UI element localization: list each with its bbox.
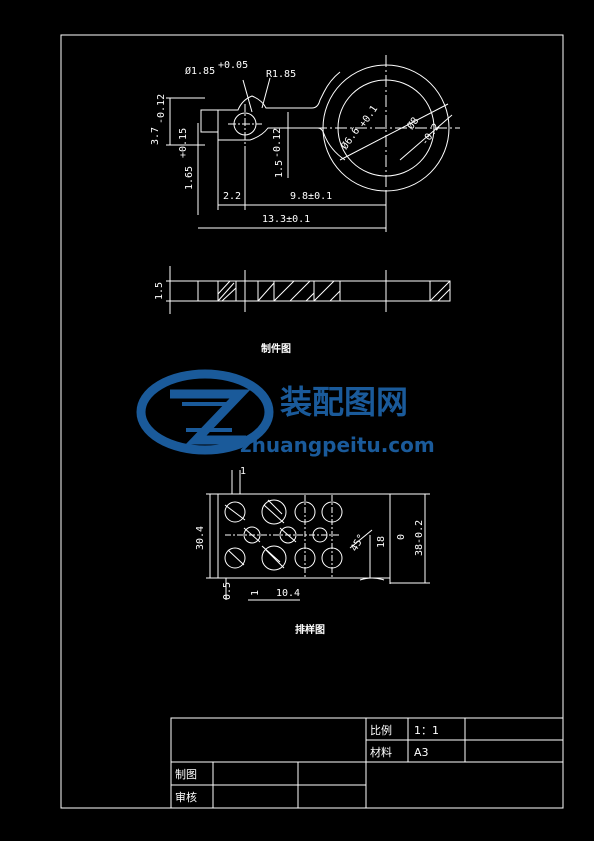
scale-label: 比例	[370, 723, 392, 737]
watermark-url: zhuangpeitu.com	[240, 433, 435, 457]
dim-right-18: 18	[376, 536, 387, 548]
dim-height-left-tol: -0.12	[156, 94, 167, 124]
watermark-title: 装配图网	[280, 383, 408, 421]
material-label: 材料	[370, 745, 392, 759]
layout-circles	[224, 495, 343, 577]
dim-bottom-1: 1	[250, 590, 261, 596]
title-block	[170, 717, 564, 809]
part-view	[166, 55, 460, 232]
dim-small-height: 1.65	[184, 166, 195, 190]
dim-right-38: 38-0.2	[414, 520, 425, 556]
dim-neck-tol: -0.12	[272, 128, 283, 158]
dim-inner-dia-tol: +0.1	[357, 104, 380, 130]
dim-section-thickness: 1.5	[154, 282, 165, 300]
part-outline	[217, 110, 346, 161]
dim-small-height-tol: +0.15	[178, 128, 189, 158]
dim-len-13-3: 13.3±0.1	[262, 214, 310, 225]
dim-inner-dia: Ø6.6	[339, 125, 363, 152]
dim-radius: R1.85	[266, 69, 296, 80]
dim-height-left: 3.7	[150, 127, 161, 145]
watermark-logo	[136, 369, 274, 455]
material-value: A3	[414, 746, 429, 759]
drawing-border	[60, 34, 564, 809]
dim-hole-dia-tol: +0.05	[218, 60, 248, 71]
section-view	[166, 266, 451, 314]
layout-view	[206, 470, 430, 601]
dim-pitch-10-4: 10.4	[276, 588, 300, 599]
dim-hole-dia: Ø1.85	[185, 65, 215, 77]
dim-top-1: 1	[240, 466, 246, 477]
dim-height-30-4: 30.4	[195, 526, 206, 550]
dim-len-2-2: 2.2	[223, 191, 241, 202]
dim-neck: 1.5	[274, 160, 285, 178]
part-view-caption: 制件图	[261, 342, 291, 355]
layout-view-caption: 排样图	[295, 623, 325, 636]
drawn-label: 制图	[175, 768, 197, 781]
checked-label: 审核	[175, 790, 197, 804]
dim-outer-dia: Ø8	[405, 115, 422, 132]
dim-outer-dia-tol: -0.2	[419, 122, 442, 148]
dim-bottom-0-5: 0.5	[222, 582, 233, 600]
dim-len-9-8: 9.8±0.1	[290, 191, 332, 202]
dim-zero: 0	[396, 534, 407, 540]
scale-value: 1：1	[414, 724, 439, 737]
